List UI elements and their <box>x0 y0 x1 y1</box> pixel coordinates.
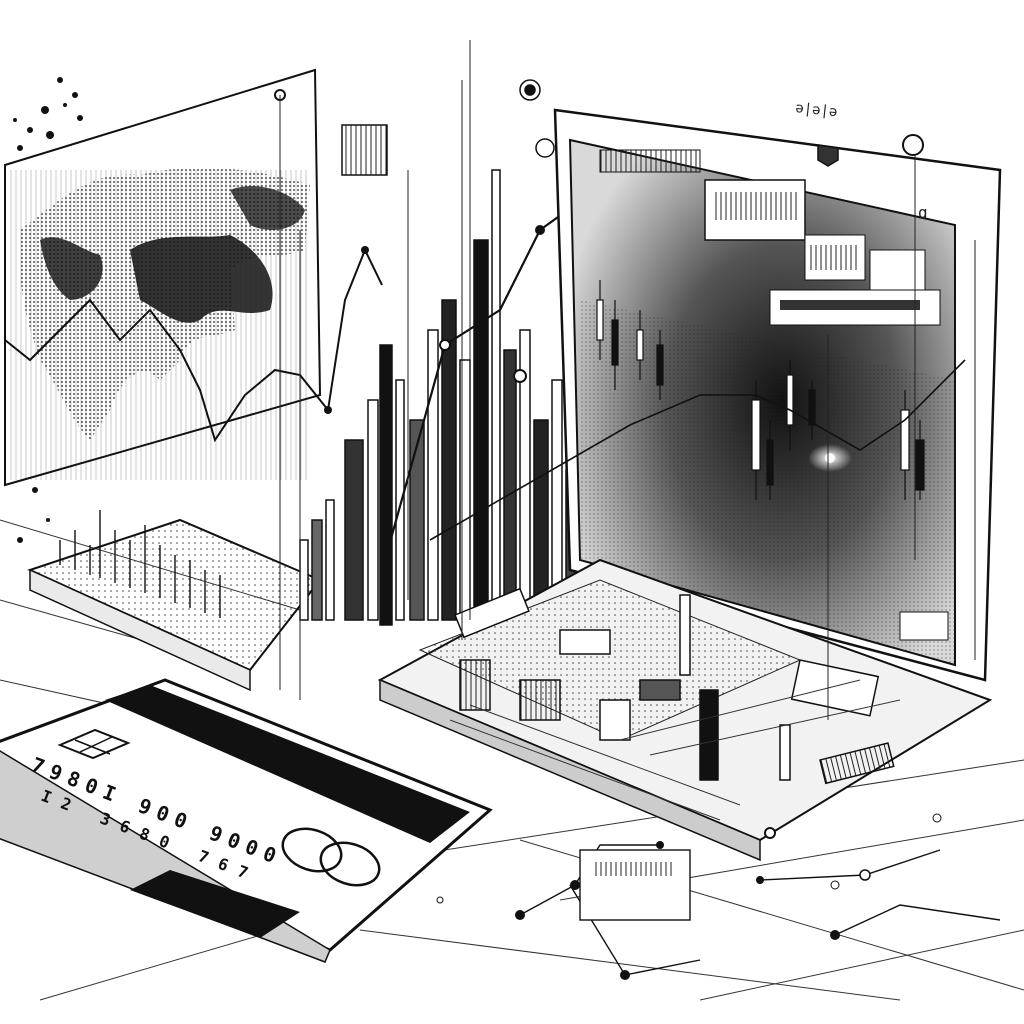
trading-monitor: ə|ə|ə ɑ <box>429 100 1002 682</box>
node-marker-icon <box>902 134 924 156</box>
bar-cluster <box>299 169 581 626</box>
card-magnetic-stripe <box>105 685 470 843</box>
credit-card: 7980I 900 9000 I2 3680 767 <box>0 678 493 963</box>
world-map-panel <box>4 68 383 487</box>
candlesticks <box>596 280 925 500</box>
circuit-board <box>377 558 993 862</box>
map-trend-line <box>4 247 383 443</box>
card-bottom-stripe <box>130 870 300 938</box>
top-icons <box>341 79 839 176</box>
monitor-side-label: ɑ <box>918 203 928 222</box>
monitor-inner-line <box>429 359 966 541</box>
card-chip-icon <box>57 728 131 760</box>
node-marker-icon <box>361 246 369 254</box>
card-logo-circles-icon <box>281 827 381 887</box>
node-network <box>519 844 1001 976</box>
scatter-dots <box>13 77 83 543</box>
vertical-ticks <box>279 40 976 720</box>
left-platform <box>27 510 322 692</box>
network-dots <box>436 813 942 980</box>
monitor-corner-label: ə|ə|ə <box>795 100 839 120</box>
node-marker-icon <box>324 406 332 414</box>
